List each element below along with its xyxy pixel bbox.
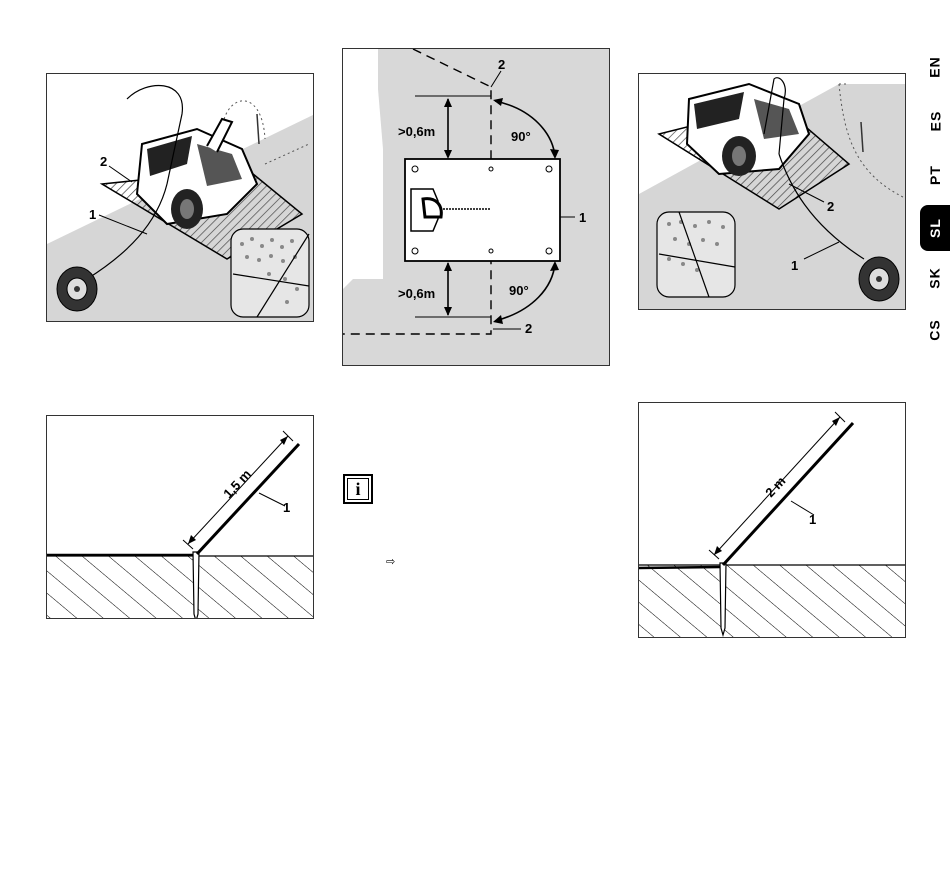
lang-tab-en[interactable]: EN — [920, 47, 950, 87]
wire-raised — [197, 444, 299, 554]
lang-tab-pt[interactable]: PT — [920, 155, 950, 195]
distance-label-bottom: >0,6m — [398, 286, 435, 301]
label-1: 1 — [809, 512, 816, 527]
label-1: 1 — [791, 258, 798, 273]
distance-label-top: >0,6m — [398, 124, 435, 139]
label-1: 1 — [89, 207, 96, 222]
base-station-plan-diagram: >0,6m >0,6m 90° 90° 2 1 2 — [343, 49, 610, 366]
wire-length-diagram-right: 2 m 1 — [639, 403, 906, 638]
lang-tab-sk[interactable]: SK — [920, 258, 950, 298]
label-1: 1 — [579, 210, 586, 225]
lang-tab-label: SL — [927, 218, 943, 238]
figure-wire-length-right: 2 m 1 — [638, 402, 906, 638]
figure-wire-length-left: 1,5 m 1 — [46, 415, 314, 619]
ground-stake — [720, 563, 726, 635]
mower-docking-illustration-left: 2 1 — [47, 74, 314, 322]
ground-section — [639, 565, 906, 638]
angle-label-bottom: 90° — [509, 283, 529, 298]
wire-raised — [723, 423, 853, 565]
wire-length-diagram-left: 1,5 m 1 — [47, 416, 314, 619]
lang-tab-es[interactable]: ES — [920, 101, 950, 141]
lang-tab-label: EN — [927, 56, 943, 77]
arrow-right-icon: ⇨ — [386, 555, 395, 568]
wire-on-ground — [639, 567, 721, 568]
figure-mower-docking-right: 2 1 — [638, 73, 906, 310]
info-icon-symbol: i — [347, 478, 369, 500]
mower-docking-illustration-right: 2 1 — [639, 74, 906, 310]
lang-tab-label: ES — [927, 111, 943, 132]
lang-tab-label: CS — [927, 319, 943, 340]
figure-base-station-plan: >0,6m >0,6m 90° 90° 2 1 2 — [342, 48, 610, 366]
angle-label-top: 90° — [511, 129, 531, 144]
label-2: 2 — [827, 199, 834, 214]
lang-tab-label: SK — [927, 267, 943, 288]
label-1: 1 — [283, 500, 290, 515]
length-label: 1,5 m — [220, 466, 254, 501]
ground-stake — [193, 552, 199, 619]
lang-tab-label: PT — [927, 165, 943, 185]
info-icon: i — [343, 474, 373, 504]
label-2-top: 2 — [498, 57, 505, 72]
figure-mower-docking-left: 2 1 — [46, 73, 314, 322]
lang-tab-cs[interactable]: CS — [920, 310, 950, 350]
lang-tab-sl[interactable]: SL — [920, 205, 950, 251]
label-2-bottom: 2 — [525, 321, 532, 336]
label-2: 2 — [100, 154, 107, 169]
